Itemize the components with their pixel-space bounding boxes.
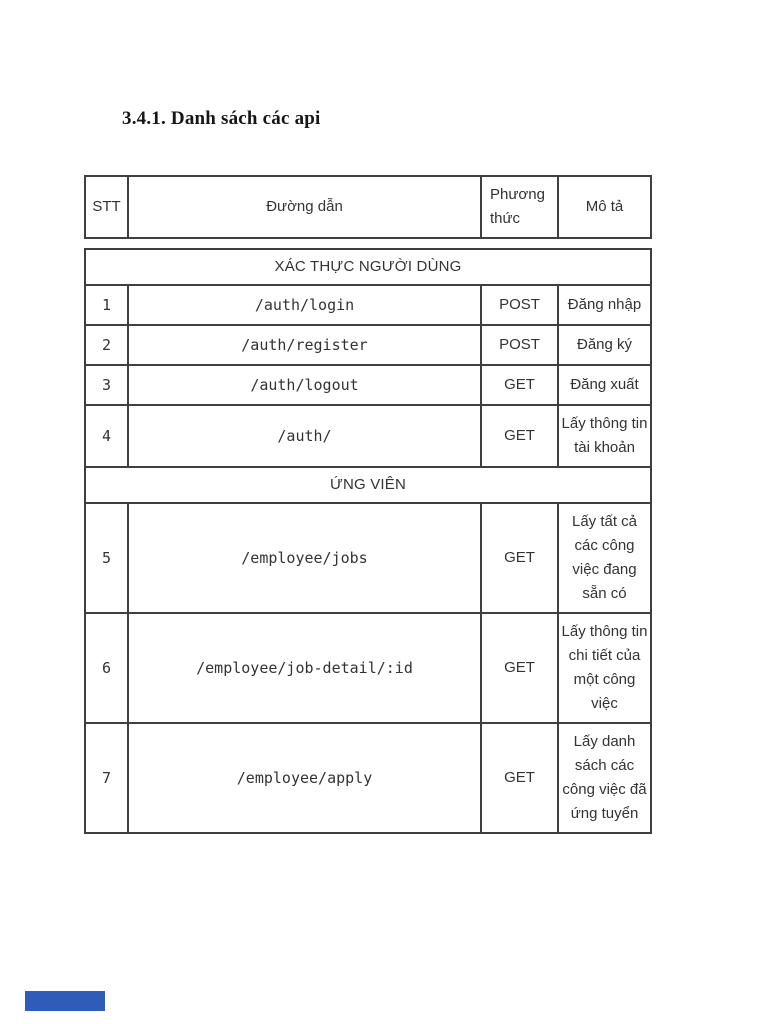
- row-method: GET: [480, 612, 559, 724]
- section-header-candidate: ỨNG VIÊN: [83, 466, 653, 504]
- table-row: 3 /auth/logout GET Đăng xuất: [84, 364, 653, 406]
- row-method: GET: [480, 502, 559, 614]
- row-stt: 5: [84, 502, 129, 614]
- row-stt: 1: [84, 284, 129, 326]
- table-row: 2 /auth/register POST Đăng ký: [84, 324, 653, 366]
- api-table-header: STT Đường dẫn Phương thức Mô tả: [84, 175, 652, 239]
- row-stt: 7: [84, 722, 129, 834]
- column-header-stt: STT: [84, 175, 129, 239]
- table-row: 5 /employee/jobs GET Lấy tất cả các công…: [84, 502, 653, 614]
- page-title: 3.4.1. Danh sách các api: [122, 108, 321, 129]
- row-desc: Lấy thông tin tài khoản: [556, 404, 653, 468]
- table-row: 7 /employee/apply GET Lấy danh sách các …: [84, 722, 653, 834]
- column-header-desc: Mô tả: [557, 175, 652, 239]
- row-desc: Lấy tất cả các công việc đang sẵn có: [556, 502, 653, 614]
- row-stt: 2: [84, 324, 129, 366]
- row-path: /employee/apply: [127, 722, 482, 834]
- table-header-row: STT Đường dẫn Phương thức Mô tả: [84, 175, 652, 239]
- column-header-method: Phương thức: [480, 175, 559, 239]
- row-path: /auth/login: [127, 284, 482, 326]
- row-desc: Đăng xuất: [556, 364, 653, 406]
- row-desc: Lấy thông tin chi tiết của một công việc: [556, 612, 653, 724]
- row-method: GET: [480, 404, 559, 468]
- row-desc: Lấy danh sách các công việc đã ứng tuyển: [556, 722, 653, 834]
- row-stt: 4: [84, 404, 129, 468]
- row-method: POST: [480, 324, 559, 366]
- row-path: /auth/logout: [127, 364, 482, 406]
- section-header-row: XÁC THỰC NGƯỜI DÙNG: [83, 248, 653, 286]
- row-desc: Đăng ký: [556, 324, 653, 366]
- section-header-row: ỨNG VIÊN: [83, 466, 653, 504]
- row-path: /employee/jobs: [127, 502, 482, 614]
- row-method: POST: [480, 284, 559, 326]
- api-table-body: XÁC THỰC NGƯỜI DÙNG 1 /auth/login POST Đ…: [83, 248, 653, 834]
- table-row: 1 /auth/login POST Đăng nhập: [84, 284, 653, 326]
- table-row: 6 /employee/job-detail/:id GET Lấy thông…: [84, 612, 653, 724]
- section-header-auth: XÁC THỰC NGƯỜI DÙNG: [83, 248, 653, 286]
- row-stt: 3: [84, 364, 129, 406]
- row-desc: Đăng nhập: [556, 284, 653, 326]
- row-method: GET: [480, 722, 559, 834]
- row-path: /auth/: [127, 404, 482, 468]
- row-path: /employee/job-detail/:id: [127, 612, 482, 724]
- row-stt: 6: [84, 612, 129, 724]
- column-header-path: Đường dẫn: [127, 175, 482, 239]
- row-path: /auth/register: [127, 324, 482, 366]
- next-page-peek-bar: [25, 991, 105, 1011]
- row-method: GET: [480, 364, 559, 406]
- table-row: 4 /auth/ GET Lấy thông tin tài khoản: [84, 404, 653, 468]
